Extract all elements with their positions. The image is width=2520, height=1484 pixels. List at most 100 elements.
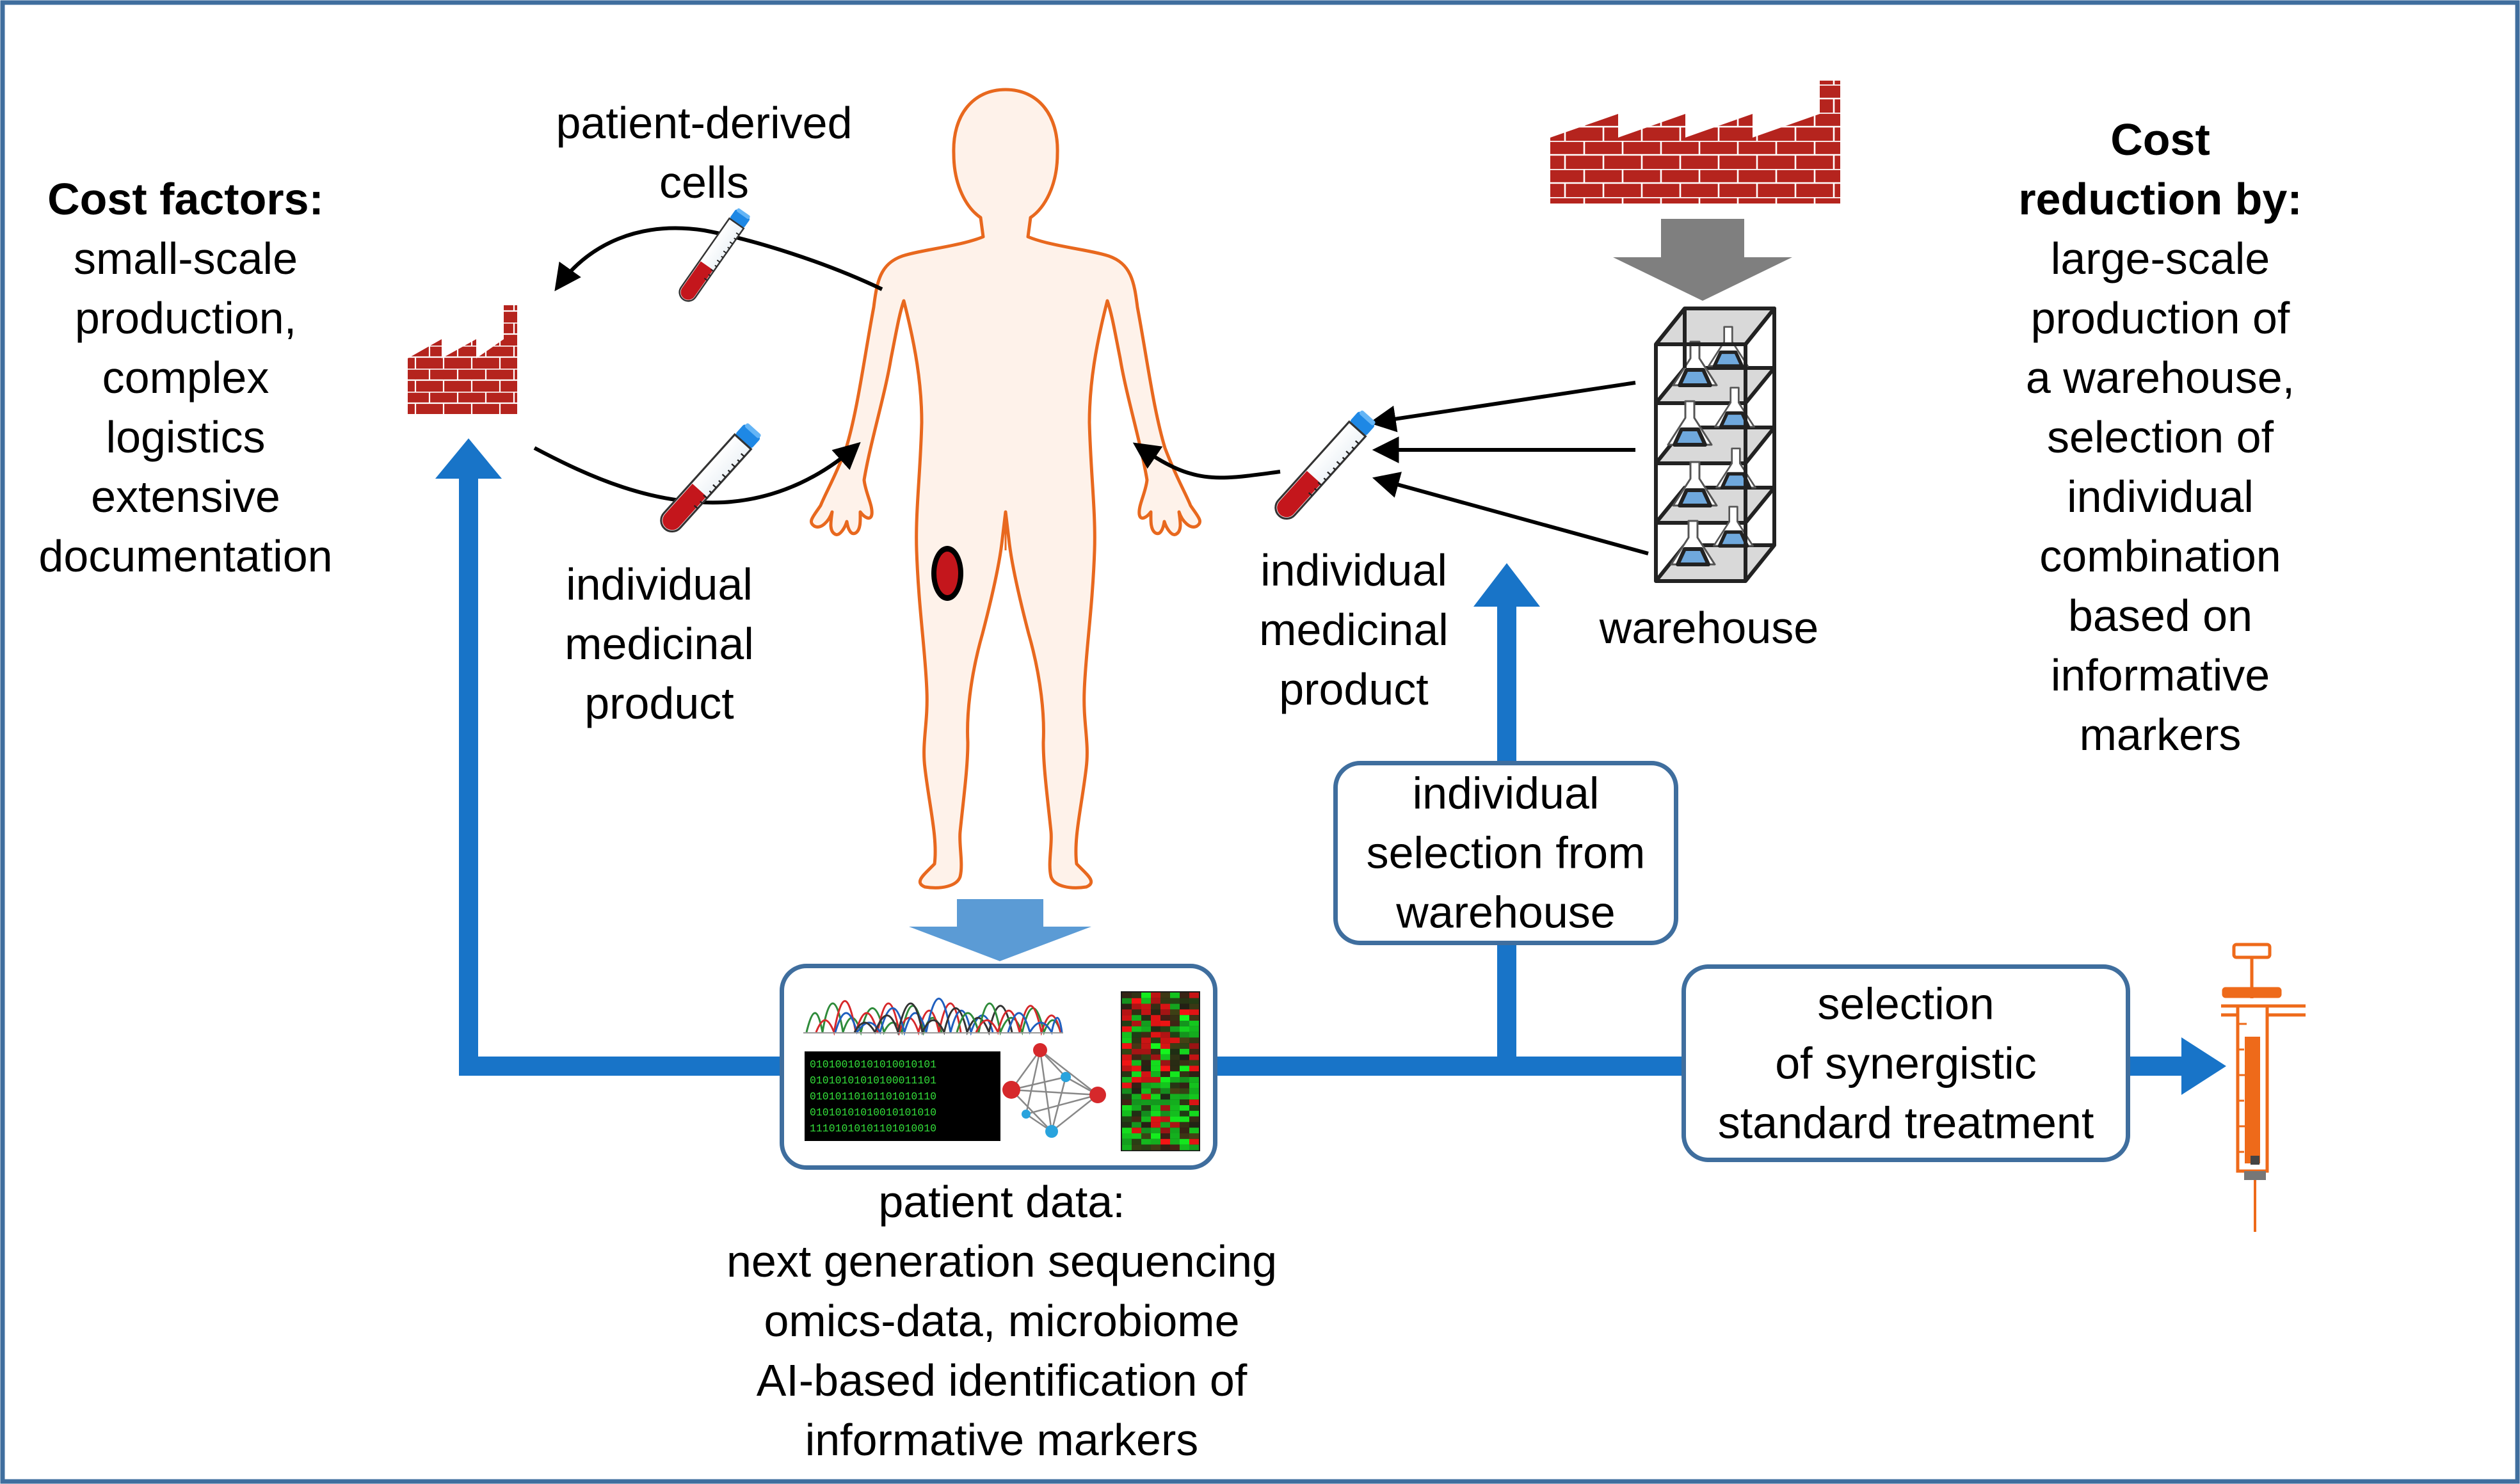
binary-row: 01010101010100011101 — [810, 1074, 936, 1087]
heatmap-cell — [1180, 1054, 1189, 1060]
heatmap-cell — [1160, 1094, 1170, 1100]
heatmap-cell — [1170, 1003, 1180, 1010]
cost-reduction-block: Cost reduction by: large-scale productio… — [1971, 110, 2349, 765]
cost-reduction-line: based on — [2067, 591, 2253, 641]
heatmap-cell — [1170, 1032, 1180, 1038]
heatmap-cell — [1132, 1009, 1141, 1016]
heatmap-cell — [1189, 1054, 1199, 1060]
heatmap-cell — [1151, 1054, 1160, 1060]
heatmap-cell — [1160, 1122, 1170, 1128]
heatmap-cell — [1189, 1128, 1199, 1133]
heatmap-cell — [1160, 1099, 1170, 1105]
heatmap-cell — [1151, 1003, 1160, 1010]
heatmap-cell — [1189, 1049, 1199, 1055]
patient-data-line: AI-based identification of — [756, 1355, 1248, 1405]
heatmap-cell — [1160, 1071, 1170, 1077]
heatmap-cell — [1160, 1144, 1170, 1151]
heatmap-cell — [1122, 1049, 1132, 1055]
cost-reduction-line: a warehouse, — [2025, 353, 2295, 403]
heatmap-cell — [1132, 1133, 1141, 1139]
heatmap-cell — [1170, 1144, 1180, 1151]
heatmap-cell — [1132, 1077, 1141, 1083]
patient-data-panel: 01010010101010010101 0101010101010001110… — [780, 964, 1217, 1170]
heatmap-cell — [1141, 1032, 1151, 1038]
heatmap-cell — [1180, 1138, 1189, 1145]
heatmap-cell — [1170, 1116, 1180, 1122]
heatmap-cell — [1180, 1021, 1189, 1026]
heatmap-cell — [1180, 1099, 1189, 1105]
binary-row: 01010101010010101010 — [810, 1106, 936, 1119]
heatmap-cell — [1180, 1071, 1189, 1077]
patient-data-line: informative markers — [805, 1415, 1199, 1465]
heatmap-cell — [1189, 1037, 1199, 1044]
heatmap-cell — [1189, 1015, 1199, 1021]
heatmap-cell — [1151, 1060, 1160, 1066]
product-right-line: medicinal — [1259, 605, 1449, 655]
heatmap-cell — [1141, 1088, 1151, 1094]
heatmap-cell — [1180, 1049, 1189, 1055]
heatmap-cell — [1122, 1105, 1132, 1111]
heatmap-cell — [1180, 1110, 1189, 1117]
test-tube-icon — [655, 420, 764, 538]
heatmap-cell — [1132, 1003, 1141, 1010]
heatmap-cell — [1122, 1077, 1132, 1083]
heatmap-cell — [1141, 1071, 1151, 1077]
cost-factor-line: complex — [102, 353, 269, 403]
heatmap-cell — [1170, 1077, 1180, 1083]
binary-data-icon: 01010010101010010101 0101010101010001110… — [805, 1051, 1000, 1141]
heatmap-cell — [1151, 1026, 1160, 1032]
heatmap-cell — [1189, 1077, 1199, 1083]
heatmap-cell — [1180, 1026, 1189, 1032]
heatmap-cell — [1170, 1015, 1180, 1021]
cost-factor-line: extensive — [91, 472, 280, 522]
heatmap-cell — [1189, 1021, 1199, 1026]
heatmap-cell — [1141, 1138, 1151, 1145]
heatmap-cell — [1141, 998, 1151, 1004]
heatmap-cell — [1189, 1088, 1199, 1094]
heatmap-cell — [1160, 1138, 1170, 1145]
heatmap-cell — [1160, 1003, 1170, 1010]
syringe-icon — [2221, 943, 2306, 1232]
heatmap-cell — [1122, 1128, 1132, 1133]
heatmap-cell — [1189, 1094, 1199, 1100]
heatmap-cell — [1141, 1122, 1151, 1128]
cost-factors-title: Cost factors: — [47, 174, 324, 224]
heatmap-cell — [1122, 1088, 1132, 1094]
heatmap-cell — [1122, 1099, 1132, 1105]
product-right-line: individual — [1260, 545, 1447, 595]
heatmap-cell — [1132, 1088, 1141, 1094]
cost-factors-block: Cost factors: small-scale production, co… — [13, 170, 358, 586]
heatmap-cell — [1132, 1026, 1141, 1032]
heatmap-cell — [1141, 1009, 1151, 1016]
selection-from-warehouse-box: individual selection from warehouse — [1333, 761, 1678, 945]
heatmap-cell — [1132, 1138, 1141, 1145]
heatmap-cell — [1122, 1015, 1132, 1021]
heatmap-cell — [1132, 1128, 1141, 1133]
heatmap-cell — [1141, 1049, 1151, 1055]
heatmap-cell — [1160, 1026, 1170, 1032]
heatmap-cell — [1180, 1037, 1189, 1044]
heatmap-cell — [1180, 1065, 1189, 1072]
heatmap-cell — [1132, 1071, 1141, 1077]
cost-reduction-line: combination — [2039, 531, 2281, 581]
heatmap-cell — [1160, 1116, 1170, 1122]
heatmap-cell — [1160, 998, 1170, 1004]
heatmap-cell — [1160, 993, 1170, 998]
heatmap-cell — [1151, 1037, 1160, 1044]
heatmap-cell — [1122, 1071, 1132, 1077]
heatmap-cell — [1160, 1054, 1170, 1060]
heatmap-cell — [1132, 1094, 1141, 1100]
heatmap-cell — [1189, 1071, 1199, 1077]
heatmap-cell — [1160, 1009, 1170, 1016]
heatmap-cell — [1170, 1122, 1180, 1128]
heatmap-cell — [1180, 1077, 1189, 1083]
heatmap-cell — [1180, 1015, 1189, 1021]
heatmap-cell — [1170, 1128, 1180, 1133]
heatmap-cell — [1132, 1099, 1141, 1105]
heatmap-cell — [1122, 1133, 1132, 1139]
heatmap-cell — [1170, 1094, 1180, 1100]
heatmap-cell — [1151, 1122, 1160, 1128]
heatmap-cell — [1170, 1009, 1180, 1016]
heatmap-cell — [1132, 1144, 1141, 1151]
heatmap-cell — [1189, 1122, 1199, 1128]
